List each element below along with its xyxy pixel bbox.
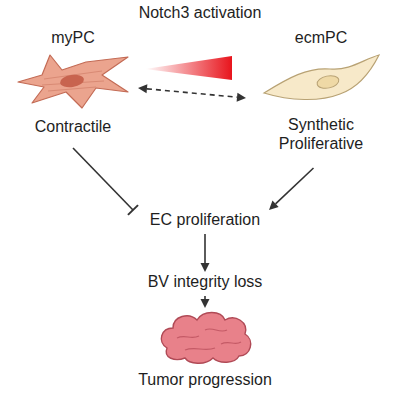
- connector-line: [147, 89, 237, 97]
- connector-line: [204, 296, 206, 299]
- pericyte-cell: ecmPC Synthetic Proliferative: [246, 28, 396, 168]
- connector-arrow: [269, 168, 314, 210]
- arrow-head: [237, 93, 246, 102]
- node-label: EC proliferation: [125, 210, 285, 229]
- connector-arrow: [201, 296, 210, 308]
- connector-line: [204, 234, 206, 263]
- node-label: Tumor progression: [125, 370, 285, 389]
- arrow-head: [201, 263, 210, 272]
- cell-illustration: [14, 51, 132, 113]
- diagram-title: Notch3 activation: [0, 3, 400, 22]
- cell-illustration: [260, 51, 382, 111]
- connector-line: [276, 168, 314, 204]
- node-label: myPC: [11, 28, 136, 47]
- pericyte-cell: myPC Contractile: [8, 28, 138, 148]
- node-label: BV integrity loss: [120, 272, 290, 291]
- connector-arrow: [73, 148, 138, 215]
- connector-arrow: [138, 84, 246, 101]
- cell-illustration: [155, 308, 255, 366]
- process-node: BV integrity loss: [120, 272, 290, 296]
- process-node: EC proliferation: [125, 210, 285, 234]
- tumor-node: Tumor progression: [125, 308, 285, 394]
- node-label: ecmPC: [261, 28, 381, 47]
- arrow-head: [201, 299, 210, 308]
- synthetic-cell: [260, 51, 382, 111]
- activation-gradient: [145, 56, 232, 80]
- node-label: Synthetic Proliferative: [261, 115, 381, 153]
- contractile-cell: [14, 51, 132, 113]
- node-label: Contractile: [11, 117, 136, 136]
- inhibition-bar: [128, 205, 138, 215]
- connector-line: [73, 148, 133, 210]
- arrow-head: [269, 201, 279, 210]
- connector-arrow: [201, 234, 210, 272]
- arrow-head: [138, 84, 147, 93]
- tumor-mass: [155, 308, 255, 366]
